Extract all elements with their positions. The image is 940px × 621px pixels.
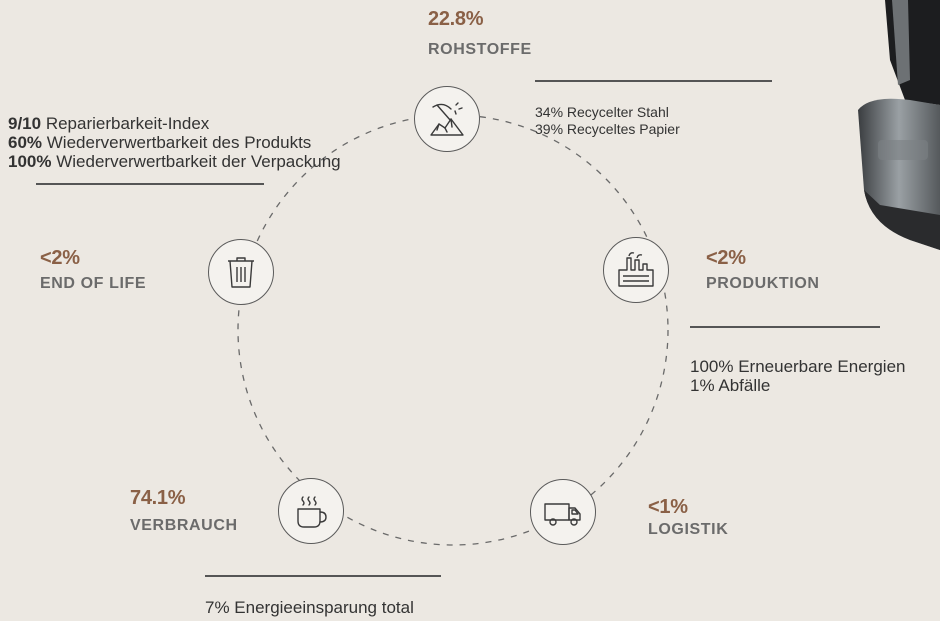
end-of-life-detail-1: 9/10 Reparierbarkeit-Index <box>8 114 209 133</box>
verbrauch-percent: 74.1% <box>130 487 186 509</box>
rohstoffe-divider <box>535 80 772 82</box>
logistik-percent: <1% <box>648 496 688 518</box>
repair-index-text: Reparierbarkeit-Index <box>45 114 210 133</box>
logistik-label: LOGISTIK <box>648 521 729 538</box>
verbrauch-label: VERBRAUCH <box>130 517 238 534</box>
packaging-recyclability-text: Wiederverwertbarkeit der Verpackung <box>56 152 341 171</box>
produktion-node <box>603 237 669 303</box>
rohstoffe-detail-2: 39% Recyceltes Papier <box>535 121 680 137</box>
produktion-detail-2: 1% Abfälle <box>690 376 771 395</box>
verbrauch-detail-1: 7% Energieeinsparung total <box>205 598 414 617</box>
delivery-truck-icon <box>544 503 581 526</box>
end-of-life-node <box>208 239 274 305</box>
rohstoffe-detail-1: 34% Recycelter Stahl <box>535 104 669 120</box>
verbrauch-divider <box>205 575 441 577</box>
produktion-divider <box>690 326 880 328</box>
end-of-life-divider <box>36 183 264 185</box>
rohstoffe-node <box>414 86 480 152</box>
mining-pickaxe-icon <box>430 102 464 136</box>
end-of-life-detail-3: 100% Wiederverwertbarkeit der Verpackung <box>8 152 341 171</box>
end-of-life-detail-2: 60% Wiederverwertbarkeit des Produkts <box>8 133 311 152</box>
end-of-life-label: END OF LIFE <box>40 275 147 292</box>
rohstoffe-label: ROHSTOFFE <box>428 41 532 58</box>
factory-icon <box>618 252 654 287</box>
packaging-recyclability-value: 100% <box>8 152 52 171</box>
trash-bin-icon <box>228 257 254 288</box>
product-recyclability-value: 60% <box>8 133 43 152</box>
verbrauch-node <box>278 478 344 544</box>
hot-cup-icon <box>297 496 327 528</box>
rohstoffe-percent: 22.8% <box>428 8 484 30</box>
produktion-detail-1: 100% Erneuerbare Energien <box>690 357 906 376</box>
end-of-life-percent: <2% <box>40 247 80 269</box>
produktion-percent: <2% <box>706 247 746 269</box>
logistik-node <box>530 479 596 545</box>
repair-index-value: 9/10 <box>8 114 42 133</box>
product-recyclability-text: Wiederverwertbarkeit des Produkts <box>46 133 312 152</box>
produktion-label: PRODUKTION <box>706 275 820 292</box>
coffee-machine-image <box>858 0 940 250</box>
